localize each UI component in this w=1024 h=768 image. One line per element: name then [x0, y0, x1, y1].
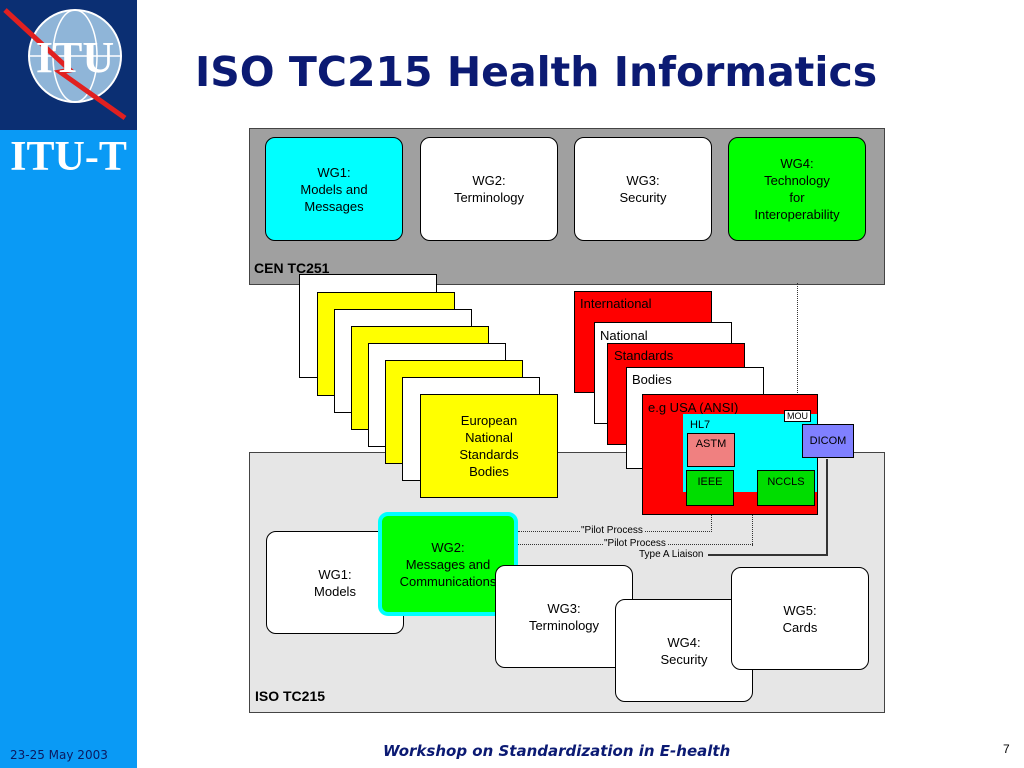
liaison-line-horizontal [708, 554, 828, 556]
globe-icon: ITU [3, 8, 127, 121]
pilot-process-label-1: "Pilot Process [580, 525, 644, 536]
national-label: National [600, 328, 648, 343]
iso-wg2-box: WG2: Messages and Communications [378, 512, 518, 616]
liaison-line-vertical [826, 459, 828, 555]
cen-label: CEN TC251 [254, 260, 330, 276]
iso-wg4-box: WG4: Security [615, 599, 753, 702]
cen-wg2-box: WG2: Terminology [420, 137, 558, 241]
pilot-dotted-vertical-2 [711, 498, 712, 532]
logo-text: ITU [36, 33, 114, 82]
standards-label: Standards [614, 348, 674, 363]
cen-wg4-box: WG4: Technology for Interoperability [728, 137, 866, 241]
liaison-label: Type A Liaison [638, 549, 705, 560]
international-label: International [580, 296, 652, 311]
ieee-box: IEEE [686, 470, 734, 506]
page-number: 7 [1003, 742, 1010, 756]
european-bodies-box: European National Standards Bodies [420, 394, 558, 498]
pilot-dotted-vertical [752, 488, 753, 546]
mou-dotted-line [797, 283, 798, 411]
bodies-label: Bodies [632, 372, 672, 387]
cen-wg1-box: WG1: Models and Messages [265, 137, 403, 241]
iso-wg5-box: WG5: Cards [731, 567, 869, 670]
itu-logo: ITU [0, 0, 137, 130]
usa-ansi-label: e.g USA (ANSI) [648, 400, 739, 415]
iso-wg3-box: WG3: Terminology [495, 565, 633, 668]
page-title: ISO TC215 Health Informatics [195, 48, 878, 96]
nccls-box: NCCLS [757, 470, 815, 506]
iso-label: ISO TC215 [255, 688, 326, 704]
pilot-process-label-2: "Pilot Process [603, 538, 667, 549]
astm-box: ASTM [687, 433, 735, 467]
date-label: 23-25 May 2003 [10, 748, 108, 762]
hl7-label: HL7 [690, 419, 711, 431]
mou-label: MOU [784, 410, 811, 422]
brand-label: ITU-T [10, 134, 127, 180]
cen-wg3-box: WG3: Security [574, 137, 712, 241]
footer-text: Workshop on Standardization in E-health [383, 742, 731, 760]
dicom-box: DICOM [802, 424, 854, 458]
